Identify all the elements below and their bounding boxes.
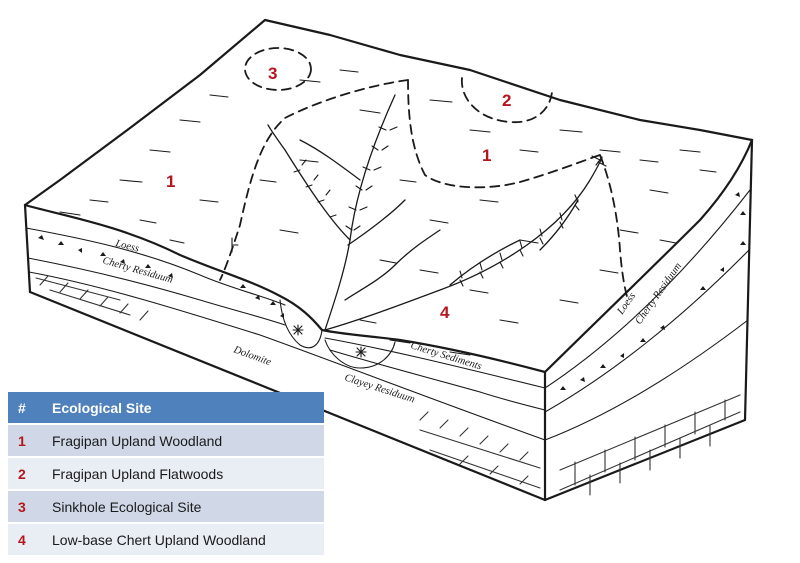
legend-header-num: # — [8, 392, 42, 425]
bottom-right-edge — [543, 418, 747, 502]
upland-1-east-boundary — [407, 79, 601, 189]
chert-fragments — [38, 192, 746, 390]
bedrock-top-line — [28, 271, 546, 441]
site-label-4: 4 — [440, 303, 450, 322]
clayey-residuum-line — [329, 349, 546, 411]
legend-row: 4 Low-base Chert Upland Woodland — [8, 523, 324, 557]
top-surface-outline — [23, 18, 754, 207]
right-bedrock-line — [544, 319, 749, 441]
left-edge — [23, 203, 32, 294]
legend-row-num: 4 — [8, 523, 42, 557]
right-loess-line — [544, 189, 751, 389]
front-left-face — [25, 205, 545, 500]
right-residuum-line — [544, 249, 750, 413]
legend-row: 3 Sinkhole Ecological Site — [8, 490, 324, 524]
front-right-face — [545, 140, 752, 500]
legend-row-num: 3 — [8, 490, 42, 524]
loess-base-line — [25, 227, 286, 306]
bedrock-hatching-left — [35, 275, 541, 489]
legend-header-row: # Ecological Site — [8, 392, 324, 425]
right-edge — [743, 138, 754, 422]
sinkhole-section-features — [231, 237, 396, 369]
legend-header-site: Ecological Site — [42, 392, 324, 425]
site-label-1-east: 1 — [482, 146, 491, 165]
flatwoods-boundary — [461, 77, 553, 123]
legend-row-num: 1 — [8, 424, 42, 458]
legend-row-site: Sinkhole Ecological Site — [42, 490, 324, 524]
bedrock-hatching-right — [559, 394, 741, 496]
sediment-line — [324, 337, 546, 389]
drainage-network — [267, 94, 607, 331]
legend-row: 1 Fragipan Upland Woodland — [8, 424, 324, 458]
front-right-surface-edge — [543, 138, 754, 374]
site-label-3: 3 — [268, 64, 277, 83]
sinkhole-boundary — [244, 47, 312, 91]
top-surface — [25, 20, 752, 372]
surface-texture — [59, 69, 717, 356]
site-label-1-west: 1 — [166, 172, 175, 191]
chert-upland-right-boundary — [599, 154, 629, 301]
site-label-2: 2 — [502, 91, 511, 110]
front-left-surface-edge — [23, 203, 547, 374]
legend-row-site: Fragipan Upland Woodland — [42, 424, 324, 458]
ecological-site-legend: # Ecological Site 1 Fragipan Upland Wood… — [8, 392, 324, 557]
cherty-residuum-base-line — [27, 257, 286, 326]
legend-row-site: Fragipan Upland Flatwoods — [42, 457, 324, 491]
legend-row-site: Low-base Chert Upland Woodland — [42, 523, 324, 557]
legend-row-num: 2 — [8, 457, 42, 491]
legend-row: 2 Fragipan Upland Flatwoods — [8, 457, 324, 491]
